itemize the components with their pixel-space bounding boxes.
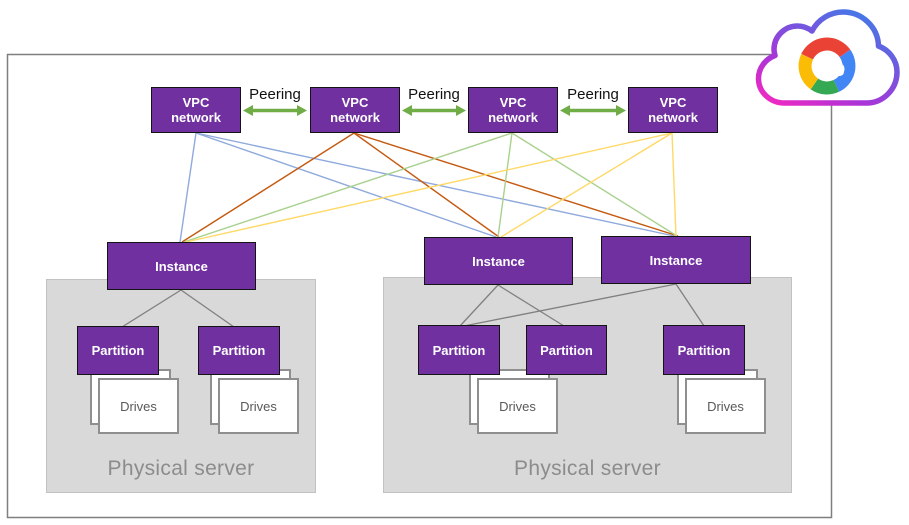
instance-box-3: Instance bbox=[601, 236, 751, 284]
drive-front-card: Drives bbox=[98, 378, 179, 434]
vpc-network-label: network bbox=[488, 110, 538, 125]
diagram-border bbox=[6, 53, 833, 519]
instance-box-1: Instance bbox=[107, 242, 256, 290]
drives-label: Drives bbox=[120, 398, 157, 414]
vpc-network-label: network bbox=[330, 110, 380, 125]
drives-label: Drives bbox=[707, 398, 744, 414]
vpc-network-box-1: VPC network bbox=[151, 87, 241, 133]
google-cloud-color-ring bbox=[798, 37, 856, 95]
peering-label-2: Peering bbox=[408, 86, 460, 103]
instance-box-2: Instance bbox=[424, 237, 573, 285]
drives-label: Drives bbox=[499, 398, 536, 414]
white-cloud-glyph bbox=[813, 54, 845, 76]
partition-label: Partition bbox=[540, 342, 593, 358]
vpc-network-label: network bbox=[171, 110, 221, 125]
drive-front-card: Drives bbox=[685, 378, 766, 434]
partition-label: Partition bbox=[432, 342, 486, 358]
partition-label: Partition bbox=[212, 343, 266, 358]
instance-label: Instance bbox=[649, 252, 703, 268]
peering-arrows bbox=[243, 105, 626, 116]
instance-label: Instance bbox=[472, 253, 525, 269]
vpc-network-label: VPC bbox=[341, 95, 369, 110]
partition-label: Partition bbox=[91, 343, 145, 358]
partition-box-right-1: Partition bbox=[418, 325, 500, 375]
vpc1-instance-lines bbox=[179, 132, 675, 243]
partition-box-left-1: Partition bbox=[77, 326, 159, 375]
vpc-network-box-3: VPC network bbox=[468, 87, 558, 133]
vpc-network-box-2: VPC network bbox=[310, 87, 400, 133]
peering-arrow-1 bbox=[243, 105, 307, 116]
vpc3-instance-lines bbox=[183, 132, 678, 243]
physical-server-label-right: Physical server bbox=[514, 457, 661, 480]
vpc-network-box-4: VPC network bbox=[628, 87, 718, 133]
partition-box-left-2: Partition bbox=[198, 326, 280, 375]
physical-server-label-left: Physical server bbox=[107, 457, 255, 480]
google-cloud-logo-icon bbox=[755, 9, 900, 106]
peering-label-3: Peering bbox=[567, 86, 619, 103]
drives-label: Drives bbox=[240, 398, 277, 414]
drive-front-card: Drives bbox=[477, 378, 558, 434]
vpc-network-label: VPC bbox=[182, 95, 210, 110]
drives-stack-right-shared: Drives bbox=[469, 369, 558, 434]
drives-stack-left-2: Drives bbox=[210, 369, 299, 434]
instance-partition-lines bbox=[121, 283, 705, 328]
drives-stack-left-1: Drives bbox=[90, 369, 179, 434]
instance-label: Instance bbox=[155, 258, 208, 274]
drive-front-card: Drives bbox=[218, 378, 299, 434]
peering-arrow-3 bbox=[560, 105, 626, 116]
drives-stack-right-2: Drives bbox=[677, 369, 766, 434]
partition-box-right-3: Partition bbox=[663, 325, 745, 375]
vpc2-instance-lines bbox=[181, 132, 679, 243]
partition-label: Partition bbox=[677, 342, 731, 358]
vpc-network-label: network bbox=[648, 110, 698, 125]
peering-label-1: Peering bbox=[249, 86, 301, 103]
vpc-network-label: VPC bbox=[499, 95, 527, 110]
vpc-network-label: VPC bbox=[659, 95, 687, 110]
partition-box-right-2: Partition bbox=[526, 325, 607, 375]
peering-arrow-2 bbox=[402, 105, 466, 116]
vpc4-instance-lines bbox=[185, 132, 677, 243]
